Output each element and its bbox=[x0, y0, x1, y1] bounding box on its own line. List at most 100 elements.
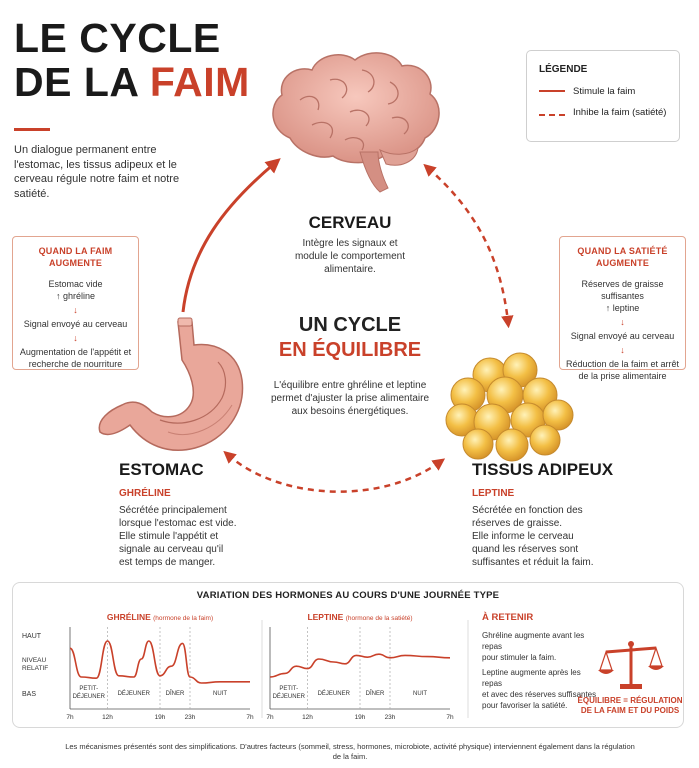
page-title: LE CYCLE DE LA FAIM bbox=[14, 16, 250, 104]
stomach-desc: Sécrétée principalement lorsque l'estoma… bbox=[119, 504, 269, 569]
series-line-ghréline bbox=[69, 640, 250, 684]
title-line-2: DE LA FAIM bbox=[14, 60, 250, 104]
x-tick-label: 7h bbox=[246, 714, 254, 721]
x-tick-label: 23h bbox=[385, 714, 396, 721]
meal-label: NUIT bbox=[213, 691, 227, 697]
brain-desc-line: alimentaire. bbox=[324, 264, 376, 275]
brain-title: CERVEAU bbox=[308, 213, 392, 232]
center-title: UN CYCLE EN ÉQUILIBRE bbox=[220, 313, 480, 363]
arrow-down-icon: ↓ bbox=[620, 345, 625, 355]
center-desc-line: L'équilibre entre ghréline et leptine bbox=[273, 380, 427, 391]
x-tick-label: 12h bbox=[102, 714, 113, 721]
meal-label: PETIT- bbox=[279, 686, 298, 692]
hunger-box-heading: QUAND LA FAIM AUGMENTE bbox=[38, 246, 113, 268]
retenir-equilibre: ÉQUILIBRE = RÉGULATION DE LA FAIM ET DU … bbox=[574, 696, 686, 716]
stomach-desc-line: Sécrétée principalement bbox=[119, 505, 227, 516]
chart-subtitle: (hormone de la faim) bbox=[153, 615, 213, 622]
adipose-desc-line: Elle informe le cerveau bbox=[472, 531, 574, 542]
meal-label: DÉJEUNER bbox=[118, 690, 151, 697]
satiety-box-item: Signal envoyé au cerveau bbox=[570, 331, 675, 341]
center-title-line-2: EN ÉQUILIBRE bbox=[278, 339, 422, 361]
legend-heading: LÉGENDE bbox=[539, 64, 588, 75]
meal-label: DÎNER bbox=[166, 690, 185, 697]
meal-label: PETIT- bbox=[79, 686, 98, 692]
balance-scale-icon bbox=[598, 641, 664, 689]
adipose-desc-line: réserves de graisse. bbox=[472, 518, 563, 529]
title-underline bbox=[14, 128, 50, 131]
chart-title: GHRÉLINE (hormone de la faim) bbox=[107, 612, 213, 622]
arrow-stomach-adipose bbox=[223, 450, 446, 493]
brain-desc-line: Intègre les signaux et bbox=[302, 238, 398, 249]
adipose-title: TISSUS ADIPEUX bbox=[472, 460, 614, 479]
brain-icon bbox=[272, 52, 440, 193]
stomach-icon bbox=[98, 317, 244, 451]
brain-desc-line: module le comportement bbox=[294, 251, 406, 262]
legend-row-stimulates: Stimule la faim bbox=[539, 86, 673, 97]
fat-cells-icon bbox=[445, 352, 574, 462]
arrow-stomach-to-brain bbox=[181, 158, 281, 313]
chart-title-main: LEPTINE bbox=[307, 612, 345, 622]
meal-label: DÉJEUNER bbox=[73, 693, 106, 700]
cycle-diagram bbox=[98, 52, 574, 493]
satiety-box-item: Réserves de graisse suffisantes bbox=[581, 279, 664, 301]
retenir-line: pour favoriser la satiété. bbox=[482, 701, 568, 710]
adipose-desc-line: suffisantes et réduit la faim. bbox=[472, 557, 594, 568]
stomach-hormone: GHRÉLINE bbox=[119, 488, 171, 499]
center-desc: L'équilibre entre ghréline et leptine pe… bbox=[250, 379, 450, 418]
intro-text: Un dialogue permanent entre l'estomac, l… bbox=[14, 144, 180, 200]
retenir-line: pour stimuler la faim. bbox=[482, 653, 557, 662]
satiety-box-heading: QUAND LA SATIÉTÉ AUGMENTE bbox=[577, 246, 668, 268]
meal-label: DÉJEUNER bbox=[318, 690, 351, 697]
panel-title: VARIATION DES HORMONES AU COURS D'UNE JO… bbox=[196, 590, 500, 601]
hunger-box-item: Augmentation de l'appétit et recherche d… bbox=[19, 347, 132, 369]
y-tick-label-high: HAUT bbox=[22, 633, 42, 640]
y-tick-label-low: BAS bbox=[22, 691, 36, 698]
brain-desc: Intègre les signaux et module le comport… bbox=[250, 237, 450, 276]
retenir-line: Leptine augmente après les repas bbox=[482, 668, 581, 688]
meal-label: NUIT bbox=[413, 691, 427, 697]
legend-stimulates-label: Stimule la faim bbox=[573, 86, 636, 97]
hunger-box: QUAND LA FAIM AUGMENTE Estomac vide ↑ gh… bbox=[12, 236, 139, 370]
y-axis-label: RELATIF bbox=[22, 665, 48, 672]
retenir-text: Ghréline augmente avant les repas pour s… bbox=[482, 630, 598, 711]
equilibre-line: DE LA FAIM ET DU POIDS bbox=[580, 706, 680, 715]
equilibre-line: ÉQUILIBRE = RÉGULATION bbox=[577, 696, 683, 705]
retenir-line: et avec des réserves suffisantes bbox=[482, 690, 597, 699]
satiety-box: QUAND LA SATIÉTÉ AUGMENTE Réserves de gr… bbox=[559, 236, 686, 381]
series-line-leptine bbox=[269, 653, 451, 678]
dashed-line-icon bbox=[539, 113, 565, 116]
center-desc-line: permet d'ajuster la prise alimentaire bbox=[270, 393, 430, 404]
satiety-box-item: Réduction de la faim et arrêt de la pris… bbox=[565, 359, 680, 381]
chart-subtitle: (hormone de la satiété) bbox=[346, 615, 413, 622]
satiety-box-item: ↑ leptine bbox=[605, 303, 640, 313]
title-line-1: LE CYCLE bbox=[14, 15, 221, 61]
hormone-panel bbox=[12, 582, 684, 728]
adipose-desc: Sécrétée en fonction des réserves de gra… bbox=[472, 504, 642, 569]
hunger-box-item: ↑ ghréline bbox=[55, 291, 96, 301]
legend-inhibits-label: Inhibe la faim (satiété) bbox=[573, 107, 667, 118]
title-line-2-prefix: DE LA bbox=[14, 59, 150, 105]
x-tick-label: 7h bbox=[266, 714, 274, 721]
retenir-heading: À RETENIR bbox=[482, 612, 534, 623]
chart-title-main: GHRÉLINE bbox=[107, 612, 153, 622]
adipose-hormone: LEPTINE bbox=[472, 488, 515, 499]
x-tick-label: 7h bbox=[446, 714, 454, 721]
meal-label: DÎNER bbox=[366, 690, 385, 697]
stomach-title: ESTOMAC bbox=[119, 460, 204, 479]
adipose-desc-line: quand les réserves sont bbox=[472, 544, 579, 555]
legend: LÉGENDE Stimule la faim Inhibe la faim (… bbox=[526, 50, 680, 142]
stomach-desc-line: lorsque l'estomac est vide. bbox=[119, 518, 237, 529]
arrow-down-icon: ↓ bbox=[620, 317, 625, 327]
retenir-line: Ghréline augmente avant les repas bbox=[482, 631, 585, 651]
stomach-desc-line: est temps de manger. bbox=[119, 557, 216, 568]
meal-label: DÉJEUNER bbox=[273, 693, 306, 700]
adipose-desc-line: Sécrétée en fonction des bbox=[472, 505, 583, 516]
x-tick-label: 19h bbox=[355, 714, 366, 721]
x-tick-label: 12h bbox=[302, 714, 313, 721]
y-axis-label: NIVEAU bbox=[22, 657, 47, 664]
hunger-box-item: Estomac vide bbox=[48, 279, 103, 289]
x-tick-label: 19h bbox=[155, 714, 166, 721]
solid-line-icon bbox=[539, 90, 565, 93]
center-title-line-1: UN CYCLE bbox=[298, 314, 402, 336]
